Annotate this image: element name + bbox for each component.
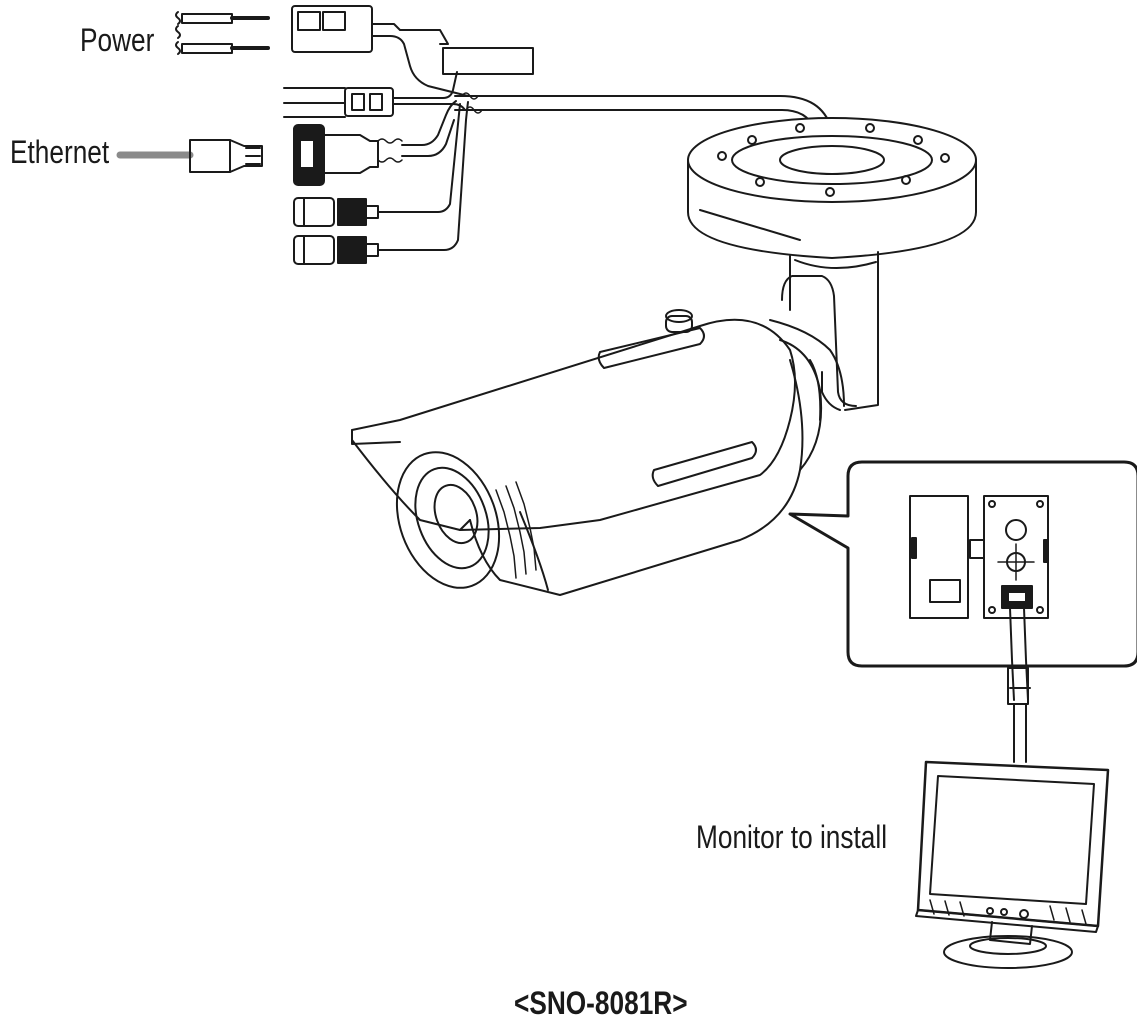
- bullet-camera-icon: [351, 309, 841, 596]
- cable-bundle: [283, 71, 466, 118]
- ethernet-plug-icon: [116, 139, 263, 173]
- model-caption: <SNO-8081R>: [514, 985, 688, 1021]
- audio-connector-icon: [293, 103, 461, 227]
- rj45-receptacle-icon: [293, 100, 457, 186]
- ethernet-label: Ethernet: [10, 134, 110, 170]
- alarm-connector-icon: [293, 101, 469, 265]
- power-connector-icon: [291, 5, 469, 97]
- mount-base-icon: [687, 117, 977, 411]
- video-out-callout-icon: [788, 460, 1137, 763]
- monitor-icon: [915, 760, 1110, 969]
- power-cable-icon: [175, 11, 270, 55]
- cable-tag: [442, 47, 534, 75]
- power-label: Power: [80, 22, 155, 58]
- monitor-label: Monitor to install: [696, 819, 888, 855]
